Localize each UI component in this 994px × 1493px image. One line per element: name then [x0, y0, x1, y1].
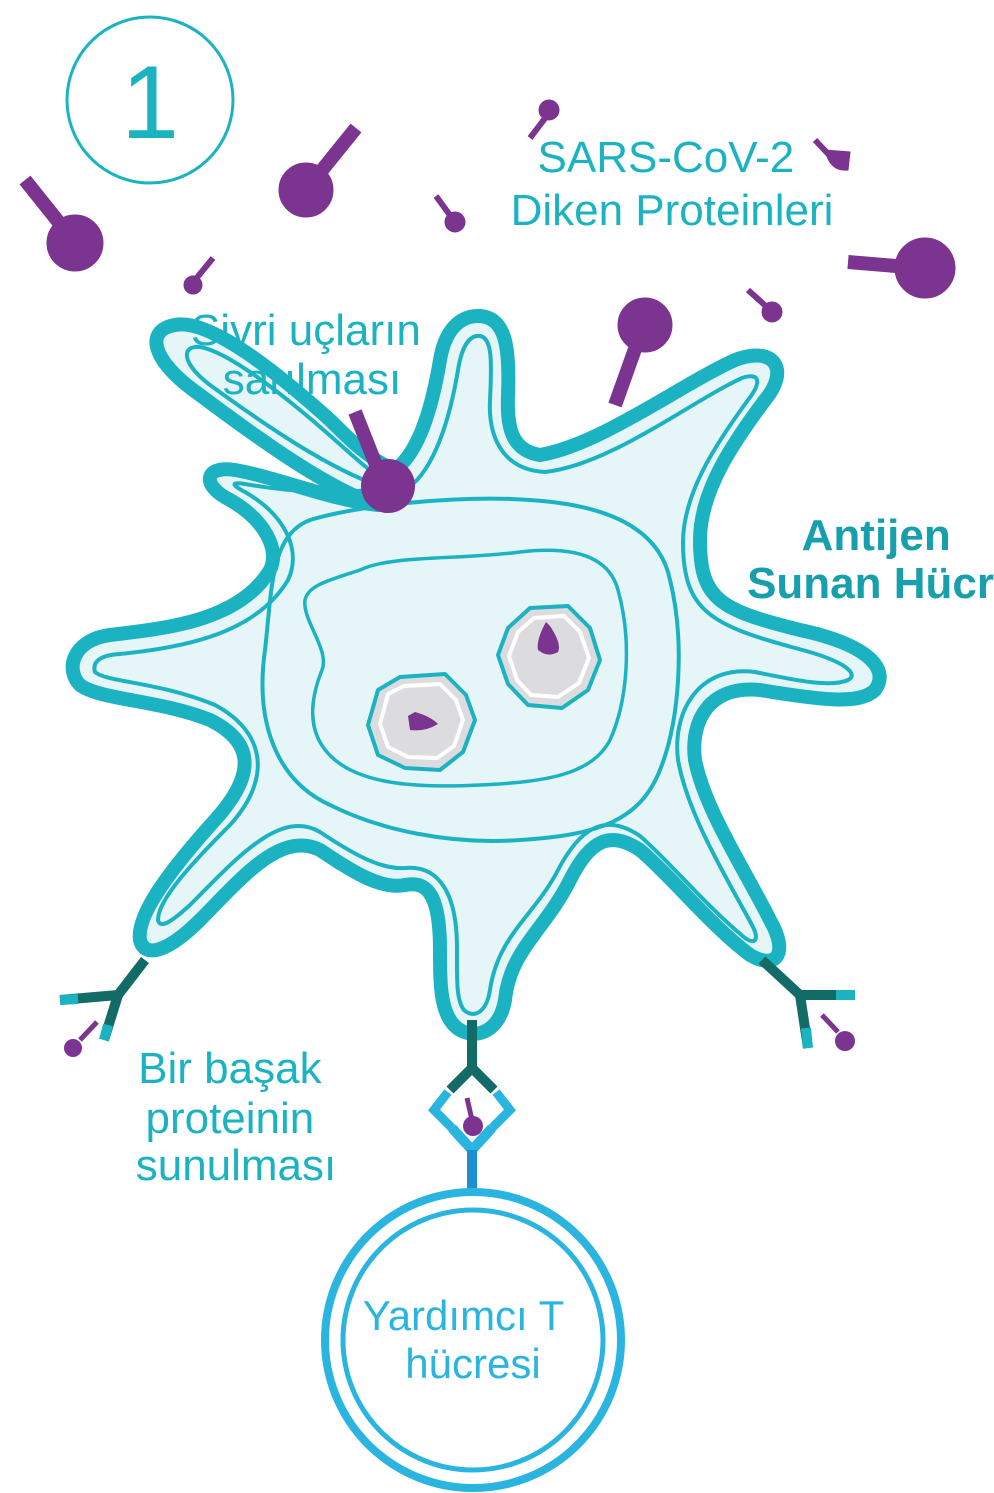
antigen-presenting-cell [73, 316, 880, 1034]
step-number-badge: 1 [67, 17, 233, 183]
spike-protein [815, 140, 850, 170]
mhc-tcr-complex [434, 1020, 510, 1195]
spike-protein [436, 196, 465, 232]
vesicle [368, 674, 475, 770]
spike-protein [615, 298, 672, 405]
spike-protein [748, 290, 782, 322]
spike-protein [184, 258, 213, 294]
mhc-receptor-left [60, 960, 145, 1057]
mhc-receptor-right [762, 960, 855, 1051]
spike-proteins-label: SARS-CoV-2 Diken Proteinleri [511, 133, 834, 235]
spike-protein [279, 128, 356, 217]
presentation-label: Bir başak proteinin sunulması [136, 1044, 337, 1190]
spike-protein [25, 180, 103, 271]
step-number: 1 [121, 45, 179, 161]
cell-membrane [73, 316, 880, 1034]
spike-protein [848, 238, 955, 298]
apc-label: Antijen Sunan Hücr [747, 511, 994, 608]
engulfing-label: Sivri uçların sarılması [191, 306, 433, 404]
